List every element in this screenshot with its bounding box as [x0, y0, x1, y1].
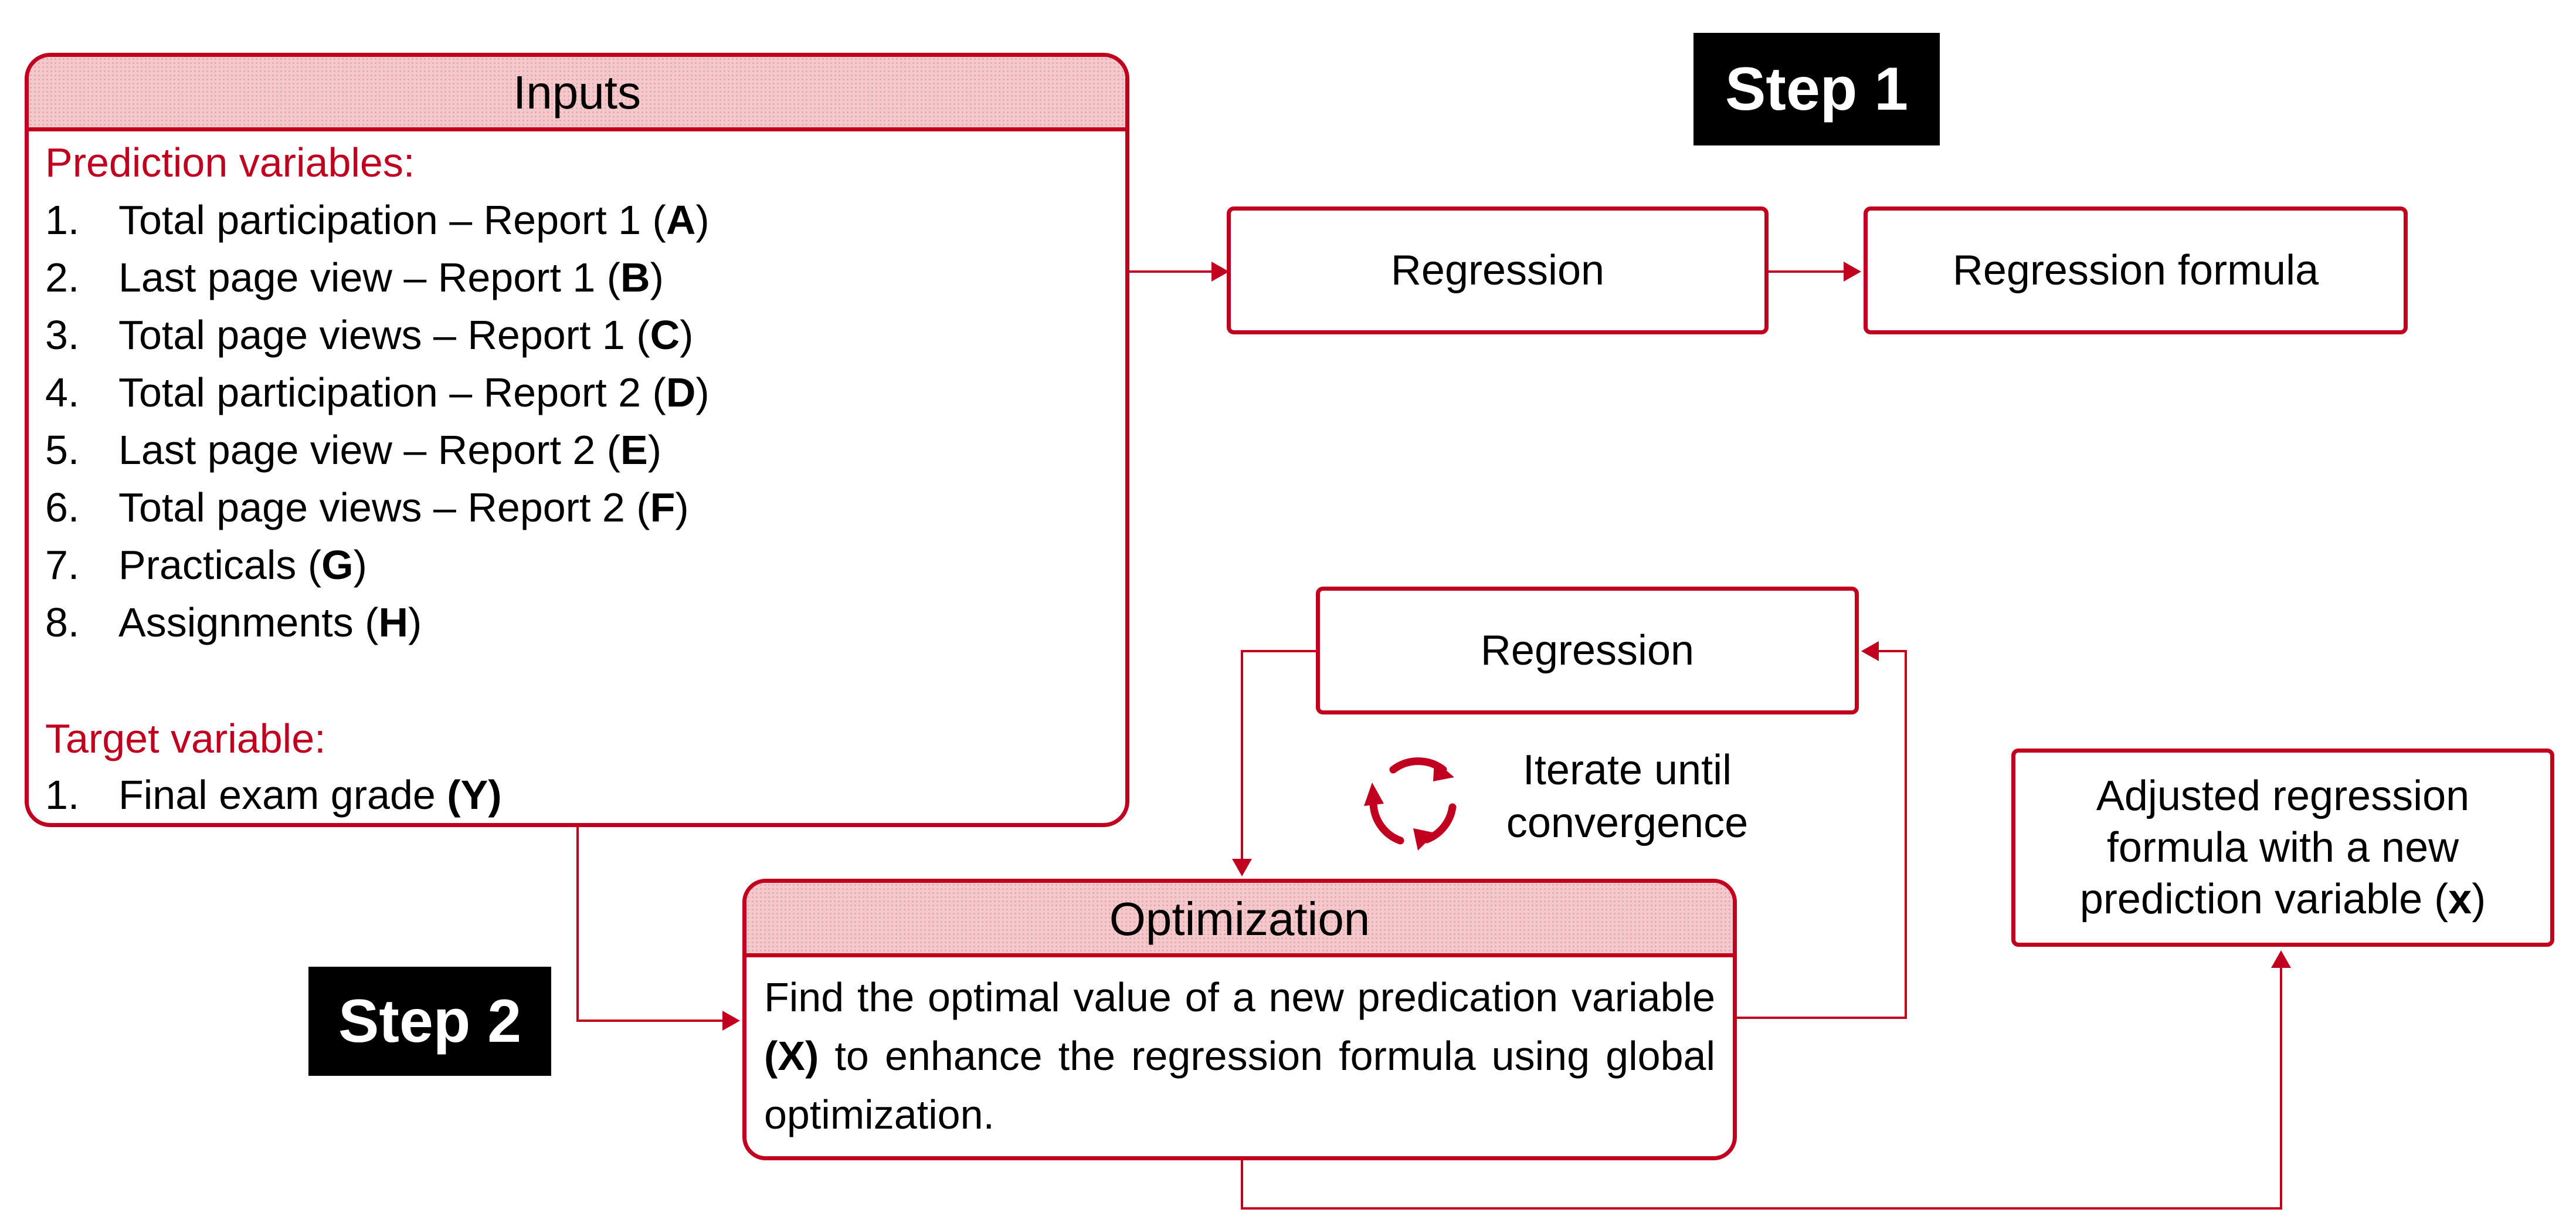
arrowhead: [1232, 859, 1252, 876]
arrow-regression-to-optimization: [1241, 650, 1316, 861]
arrowhead: [2271, 950, 2291, 968]
arrowhead: [1844, 262, 1861, 282]
step-2-label: Step 2: [308, 967, 551, 1076]
arrowhead: [1861, 641, 1879, 661]
prediction-item: 8.Assignments (H): [45, 600, 422, 645]
optimization-title: Optimization: [746, 883, 1733, 957]
arrowhead: [722, 1011, 740, 1031]
prediction-item: 1.Total participation – Report 1 (A): [45, 197, 710, 243]
target-variable-label: Target variable:: [45, 716, 326, 761]
regression-loop-box: Regression: [1316, 587, 1859, 714]
prediction-item: 6.Total page views – Report 2 (F): [45, 485, 689, 530]
adjusted-regression-text: Adjusted regression formula with a new p…: [2079, 773, 2486, 923]
optimization-description: Find the optimal value of a new predicat…: [764, 974, 1715, 1137]
arrowhead: [1211, 262, 1229, 282]
regression-formula-box: Regression formula: [1864, 206, 2408, 334]
prediction-item: 2.Last page view – Report 1 (B): [45, 255, 664, 300]
regression-box: Regression: [1227, 206, 1769, 334]
arrow-inputs-to-optimization: [576, 827, 725, 1022]
inputs-box: Inputs Prediction variables: 1.Total par…: [25, 53, 1129, 827]
arrow-optimization-to-regression: [1737, 650, 1907, 1019]
prediction-item: 3.Total page views – Report 1 (C): [45, 312, 694, 358]
prediction-item: 4.Total participation – Report 2 (D): [45, 370, 710, 415]
inputs-title: Inputs: [29, 57, 1125, 131]
target-item: 1.Final exam grade (Y): [45, 772, 502, 818]
prediction-item: 5.Last page view – Report 2 (E): [45, 427, 662, 473]
adjusted-regression-box: Adjusted regression formula with a new p…: [2011, 749, 2554, 947]
prediction-variables-label: Prediction variables:: [45, 140, 415, 185]
optimization-box: Optimization Find the optimal value of a…: [742, 879, 1737, 1160]
arrow-optimization-to-adjusted: [1241, 968, 2282, 1210]
iterate-until-convergence-label: Iterate until convergence: [1506, 747, 1749, 846]
step-1-label: Step 1: [1693, 33, 1940, 145]
prediction-item: 7.Practicals (G): [45, 542, 367, 588]
